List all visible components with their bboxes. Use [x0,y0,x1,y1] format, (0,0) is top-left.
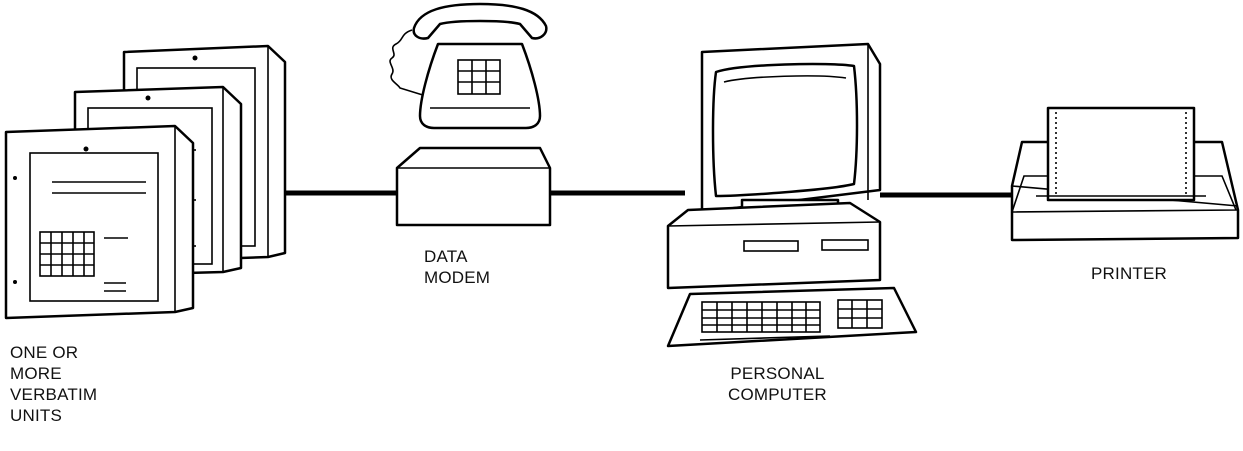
verbatim-units-label-line: MORE [10,364,62,383]
personal-computer-label: PERSONAL COMPUTER [728,363,827,405]
verbatim-units-label-line: VERBATIM [10,385,98,404]
verbatim-unit-front [4,124,195,320]
personal-computer-label-line: COMPUTER [728,385,827,404]
verbatim-units-label: ONE OR MORE VERBATIM UNITS [10,342,97,426]
verbatim-units-label-line: ONE OR [10,343,79,362]
connection-cables [285,190,1012,198]
verbatim-units-label-line: UNITS [10,406,62,425]
data-modem-label-line: MODEM [424,268,491,287]
data-modem-label: DATA MODEM [424,246,490,288]
computer-base-unit [666,201,882,290]
printer-label: PRINTER [1091,263,1167,284]
personal-computer-label-line: PERSONAL [730,364,825,383]
computer-keyboard [666,286,918,348]
verbatim-units-icon [4,44,287,320]
computer-monitor [700,42,882,216]
personal-computer-icon [666,42,918,348]
printer-icon [1010,106,1240,242]
printer-label-line: PRINTER [1091,264,1168,283]
telephone-icon [389,2,548,130]
data-modem-label-line: DATA [424,247,468,266]
data-modem-icon [395,146,552,227]
